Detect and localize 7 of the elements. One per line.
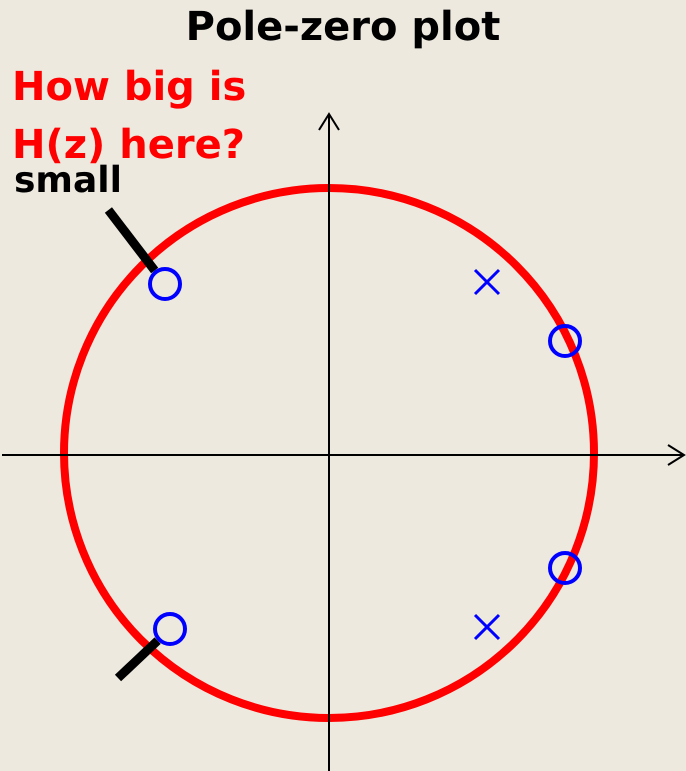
zero-marker xyxy=(153,612,187,646)
zero-marker xyxy=(148,267,182,301)
zero-marker xyxy=(548,324,582,358)
leader-line xyxy=(104,207,158,274)
title: Pole-zero plot xyxy=(184,4,502,50)
zero-marker xyxy=(548,551,582,585)
leader-line xyxy=(114,637,161,682)
